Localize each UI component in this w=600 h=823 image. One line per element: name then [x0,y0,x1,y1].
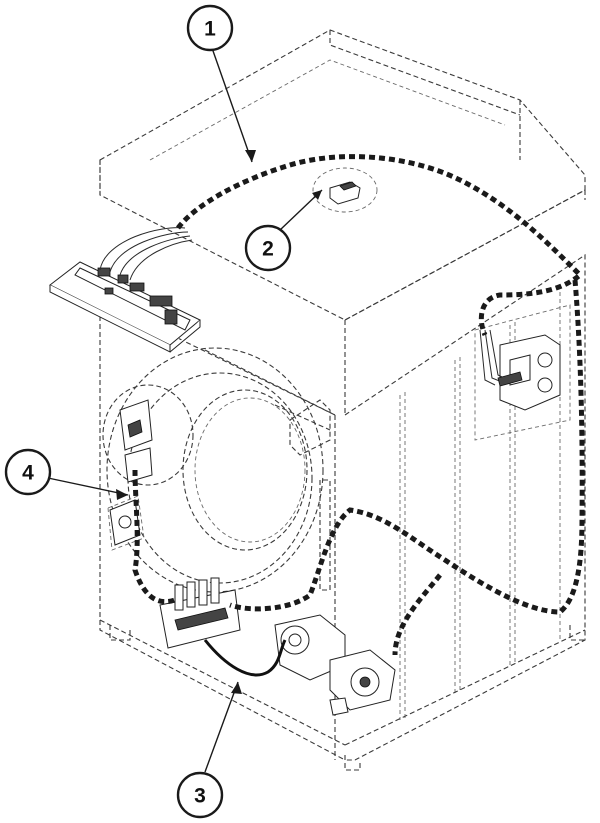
door-lock [119,399,153,483]
top-sensor [312,167,378,213]
callout-4: 4 [4,448,52,496]
door-switch [107,495,145,551]
callout-1-label: 1 [204,18,216,41]
control-board [49,227,201,353]
callout-1: 1 [186,4,234,52]
terminal-block [159,577,241,649]
callout-3: 3 [176,771,224,819]
callout-4-label: 4 [22,462,34,485]
water-valve-assembly [474,304,571,441]
cabinet-outline [99,29,586,771]
leader-lines [47,47,323,773]
drain-pump [274,614,396,716]
callout-2-label: 2 [262,238,274,261]
callout-2: 2 [244,224,292,272]
power-cable [203,639,287,677]
main-wiring-harness [132,154,585,656]
callout-3-label: 3 [194,785,206,808]
